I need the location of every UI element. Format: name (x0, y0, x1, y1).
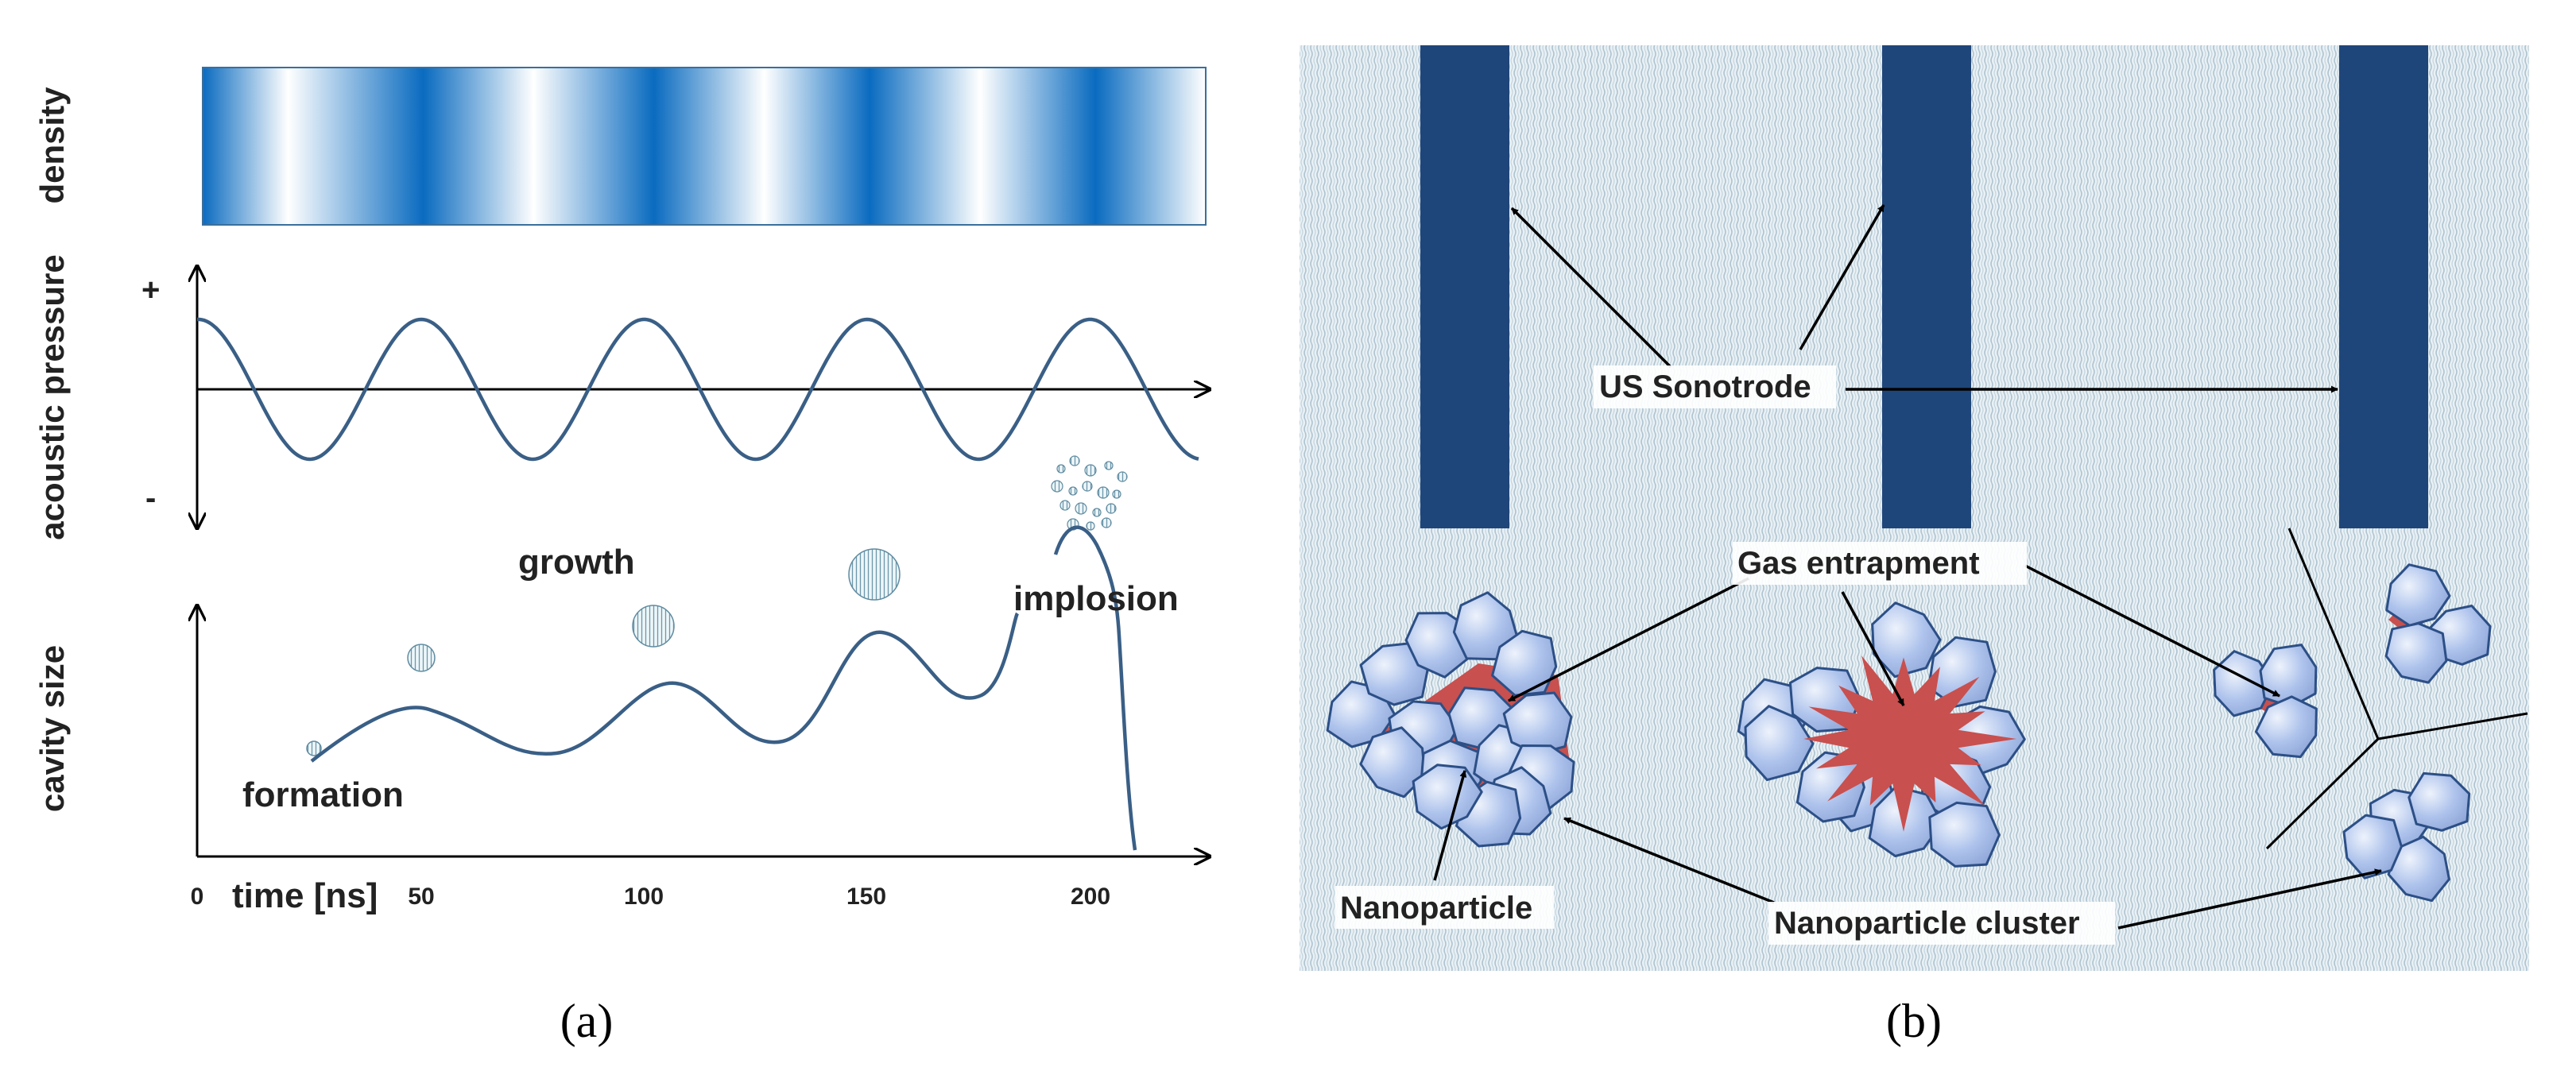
cluster-label-bg (1768, 902, 2115, 945)
implosion-label: implosion (1013, 579, 1179, 618)
growth-label: growth (518, 543, 635, 582)
arrow-sonotrode-1 (1510, 207, 1672, 369)
implosion-fragment (1086, 521, 1095, 531)
pressure-wave (197, 317, 1199, 462)
bubble-growth-1 (407, 644, 436, 672)
implosion-fragment (1082, 481, 1093, 492)
nanoparticle (2407, 771, 2471, 832)
sonotrode-3 (2339, 45, 2428, 528)
panel-a: density + - acoustic pressure cavity siz… (33, 67, 1210, 1047)
formation-label: formation (242, 775, 404, 814)
sonotrode-1 (1420, 45, 1509, 528)
gas-label: Gas entrapment (1737, 546, 1980, 581)
x-axis-label: time [ns] (232, 876, 378, 915)
arrow-gas-middle (1841, 591, 1905, 706)
arrow-nanoparticle (1433, 770, 1467, 881)
nanoparticle-label: Nanoparticle (1340, 891, 1532, 926)
arrow-sonotrode-2 (1799, 204, 1885, 350)
implosion-fragment (1101, 517, 1112, 528)
nanoparticle (2384, 622, 2448, 684)
fracture-line-3 (2265, 737, 2380, 850)
cluster-left-particles (1326, 591, 1575, 848)
density-label: density (33, 87, 71, 204)
implosion-peak (1053, 525, 1137, 851)
nanoparticle (2342, 814, 2403, 880)
x-tick-50: 50 (408, 883, 434, 910)
implosion-fragments (1051, 455, 1128, 531)
fracture-line-2 (2377, 712, 2528, 740)
arrow-gas-right (2024, 564, 2280, 698)
caption-a: (a) (560, 995, 614, 1047)
cluster-right-top (2213, 563, 2492, 903)
nanoparticle (2213, 650, 2275, 717)
implosion-fragment (1084, 464, 1097, 477)
bubble-growth-3 (848, 548, 901, 601)
pressure-label: acoustic pressure (33, 254, 71, 540)
implosion-fragment (1104, 461, 1114, 470)
implosion-fragment (1117, 471, 1128, 482)
density-band (202, 67, 1207, 226)
gas-label-bg (1733, 542, 2027, 585)
bubble-growth-2 (632, 605, 675, 648)
nanoparticle (1412, 764, 1483, 830)
arrow-cluster-left (1563, 817, 1775, 904)
cluster-right-particles (2213, 563, 2492, 903)
cluster-left (1326, 591, 1575, 848)
sonotrode-label-bg (1594, 365, 1836, 408)
x-tick-200: 200 (1071, 883, 1110, 910)
pressure-plus: + (141, 273, 160, 307)
nanoparticle (2254, 695, 2318, 759)
cluster-middle (1737, 601, 2026, 868)
gas-burst (1803, 655, 2017, 832)
nanoparticle-label-bg (1335, 886, 1554, 929)
implosion-fragment (1051, 480, 1063, 493)
cavity-curve (310, 612, 1020, 763)
pressure-minus: - (145, 481, 156, 516)
implosion-fragment (1097, 486, 1110, 499)
arrow-cluster-right (2117, 868, 2382, 930)
x-tick-100: 100 (624, 883, 664, 910)
implosion-fragment (1059, 500, 1071, 511)
fracture-line-1 (2287, 528, 2380, 740)
implosion-fragment (1106, 503, 1117, 514)
implosion-fragment (1075, 502, 1087, 515)
cavity-label: cavity size (33, 645, 71, 812)
nanoparticle (1928, 801, 2001, 868)
x-tick-0: 0 (191, 883, 204, 910)
implosion-fragment (1068, 486, 1078, 496)
cluster-label: Nanoparticle cluster (1774, 906, 2080, 941)
panel-b: US Sonotrode Gas entrapment Nanoparticle… (1300, 45, 2529, 1047)
bubble-formation (306, 740, 322, 756)
x-tick-150: 150 (846, 883, 886, 910)
implosion-fragment (1056, 464, 1066, 474)
caption-b: (b) (1886, 995, 1942, 1047)
implosion-fragment (1112, 489, 1121, 499)
nanoparticle (1744, 705, 1815, 782)
sonotrode-2 (1882, 45, 1971, 528)
sonotrode-label: US Sonotrode (1599, 369, 1811, 404)
implosion-fragment (1092, 508, 1102, 517)
implosion-fragment (1069, 455, 1080, 466)
arrow-gas-left (1508, 577, 1749, 702)
nanoparticle (2385, 563, 2451, 627)
nanoparticle (1927, 636, 1997, 708)
